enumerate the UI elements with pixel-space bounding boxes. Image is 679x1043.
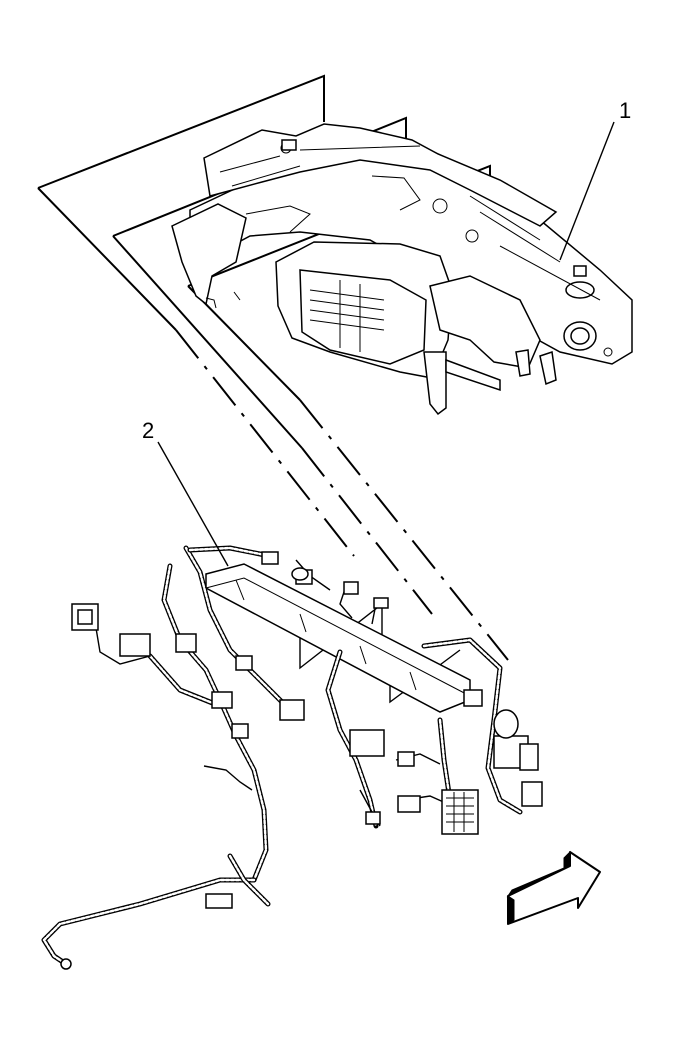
callout-1: 1 (559, 98, 631, 261)
callout-1-label: 1 (619, 98, 631, 123)
instrument-panel-carrier-icon (171, 123, 633, 416)
wiring-harness-icon (41, 545, 543, 970)
exploded-view-guides (37, 74, 509, 704)
callout-2-label: 2 (142, 418, 154, 443)
vehicle-front-arrow-icon (506, 850, 601, 925)
callout-2: 2 (142, 418, 229, 567)
